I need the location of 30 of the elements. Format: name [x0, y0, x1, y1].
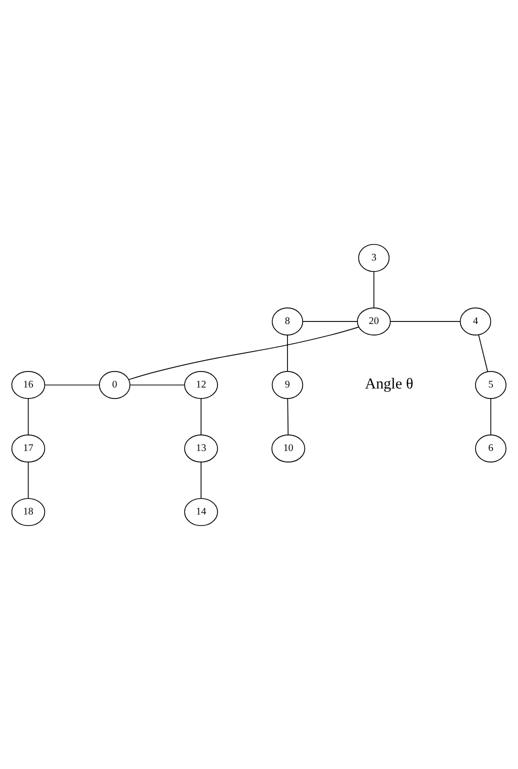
node-ellipse: 6 [475, 434, 506, 462]
node-ellipse: 13 [184, 434, 218, 462]
connector [287, 334, 288, 372]
connector [478, 334, 488, 372]
node-ellipse: 3 [358, 243, 390, 272]
connector [287, 398, 289, 435]
node-ellipse: 0 [99, 370, 130, 398]
node-ellipse: 8 [272, 307, 304, 335]
connector [200, 461, 202, 498]
connector [390, 320, 461, 322]
connector [200, 398, 202, 435]
connector [490, 398, 492, 435]
connector [44, 384, 100, 385]
node-ellipse: 9 [272, 370, 304, 398]
connector [128, 326, 360, 380]
node-ellipse: 18 [11, 498, 46, 526]
connector [130, 384, 186, 385]
connector [373, 270, 374, 308]
connector [28, 398, 29, 435]
node-ellipse: 16 [11, 370, 46, 398]
node-ellipse: 17 [11, 434, 46, 462]
label: Angle θ [364, 375, 414, 392]
node-ellipse: 10 [271, 434, 306, 462]
connector [28, 461, 29, 498]
node-ellipse: 20 [356, 307, 391, 335]
node-ellipse: 4 [460, 307, 492, 335]
node-ellipse: 14 [184, 498, 218, 526]
connector [302, 320, 358, 322]
node-ellipse: 12 [184, 370, 218, 398]
node-ellipse: 5 [475, 370, 506, 398]
